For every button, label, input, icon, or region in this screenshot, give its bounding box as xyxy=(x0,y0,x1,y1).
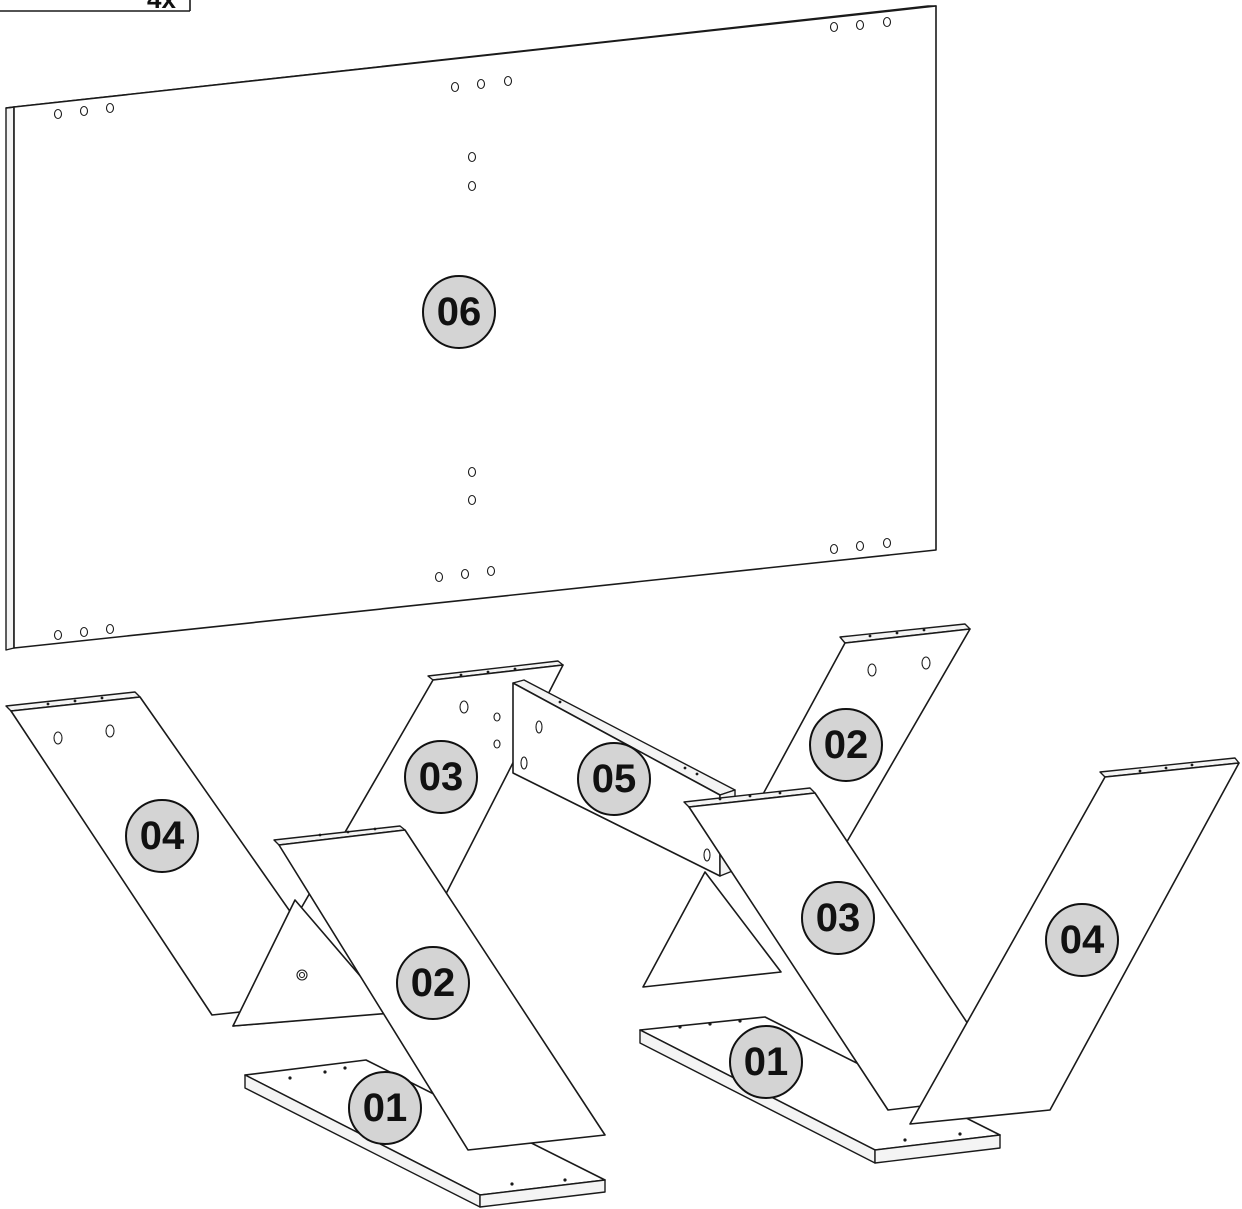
part-badge-02-right: 02 xyxy=(809,708,883,782)
part-badge-01-left: 01 xyxy=(348,1071,422,1145)
quantity-label: 4x xyxy=(147,0,176,14)
panel-03-left-lower xyxy=(232,899,393,1027)
part-badge-03-right: 03 xyxy=(801,881,875,955)
part-badge-04-right: 04 xyxy=(1045,903,1119,977)
panel-06-holes xyxy=(53,16,892,641)
part-label-03-right: 03 xyxy=(816,896,861,940)
part-label-01-right: 01 xyxy=(744,1040,789,1084)
part-label-04-right: 04 xyxy=(1060,918,1105,962)
part-badge-03-left: 03 xyxy=(404,740,478,814)
part-badge-06: 06 xyxy=(422,275,496,349)
part-badge-04-left: 04 xyxy=(125,799,199,873)
part-badge-05: 05 xyxy=(577,742,651,816)
part-label-02-right: 02 xyxy=(824,723,869,767)
panel-01-left xyxy=(244,1059,606,1208)
part-label-03-left: 03 xyxy=(419,755,464,799)
quantity-box: 4x xyxy=(0,0,191,14)
part-label-06: 06 xyxy=(437,290,482,334)
part-badge-01-right: 01 xyxy=(729,1025,803,1099)
part-label-01-left: 01 xyxy=(363,1086,408,1130)
part-label-05: 05 xyxy=(592,757,637,801)
part-label-02-left: 02 xyxy=(411,961,456,1005)
part-label-04-left: 04 xyxy=(140,814,185,858)
part-badge-02-left: 02 xyxy=(396,946,470,1020)
panel-03-right-lower xyxy=(642,871,782,988)
